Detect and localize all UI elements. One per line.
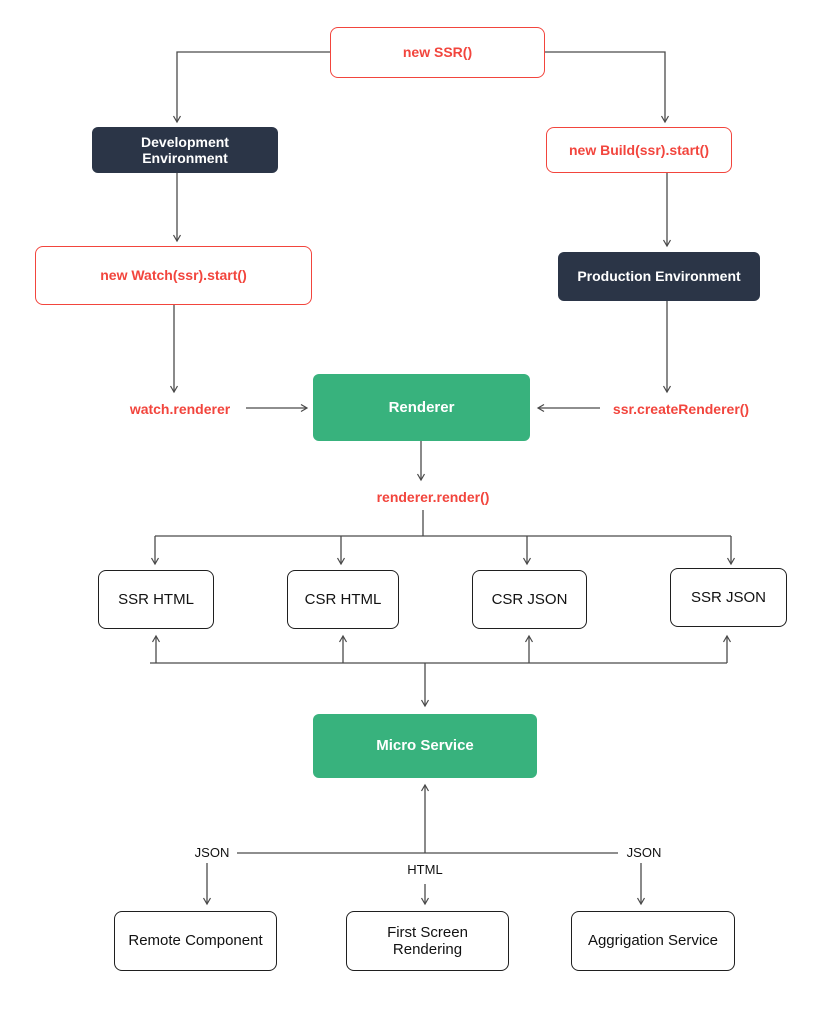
node-new-watch-start: new Watch(ssr).start() <box>35 246 312 305</box>
node-new-build-start: new Build(ssr).start() <box>546 127 732 173</box>
node-development-environment: Development Environment <box>92 127 278 173</box>
node-csr-json: CSR JSON <box>472 570 587 629</box>
node-micro-service: Micro Service <box>313 714 537 778</box>
node-renderer: Renderer <box>313 374 530 441</box>
label-html: HTML <box>407 862 443 877</box>
node-new-ssr: new SSR() <box>330 27 545 78</box>
edge-newssr-to-devenv <box>172 51 330 124</box>
edge-newssr-to-build <box>545 51 670 124</box>
label-ssr-create-renderer: ssr.createRenderer() <box>612 401 750 417</box>
label-watch-renderer: watch.renderer <box>129 401 231 417</box>
node-csr-html: CSR HTML <box>287 570 399 629</box>
node-first-screen-rendering: First Screen Rendering <box>346 911 509 971</box>
node-ssr-html: SSR HTML <box>98 570 214 629</box>
node-production-environment: Production Environment <box>558 252 760 301</box>
label-json-right: JSON <box>626 845 662 860</box>
node-remote-component: Remote Component <box>114 911 277 971</box>
label-renderer-render: renderer.render() <box>376 489 490 505</box>
node-aggrigation-service: Aggrigation Service <box>571 911 735 971</box>
label-json-left: JSON <box>194 845 230 860</box>
node-ssr-json: SSR JSON <box>670 568 787 627</box>
